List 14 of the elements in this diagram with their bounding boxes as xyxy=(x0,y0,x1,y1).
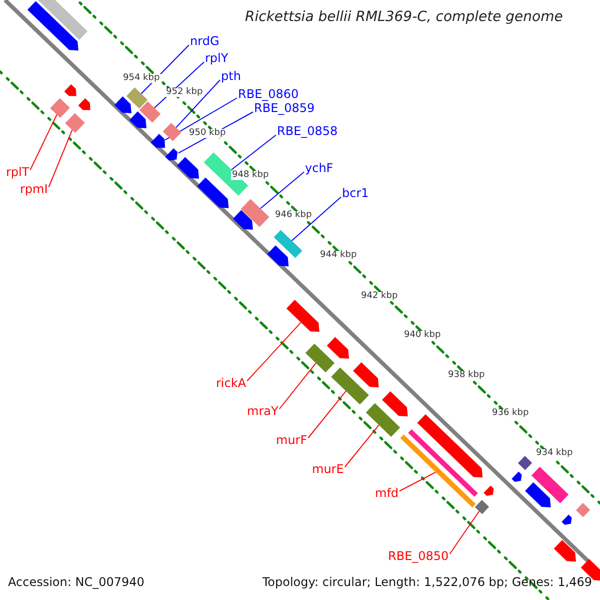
tick-label: 934 kbp xyxy=(535,449,574,458)
tick-label: 942 kbp xyxy=(360,292,399,301)
tick-label: 948 kbp xyxy=(231,171,270,180)
tick-label: 954 kbp xyxy=(122,74,161,83)
map-title: Rickettsia bellii RML369-C, complete genome xyxy=(245,10,563,24)
footer-text: Accession: NC_007940 xyxy=(8,576,144,588)
tick-label: 952 kbp xyxy=(165,88,204,97)
tick-label: 938 kbp xyxy=(447,371,486,380)
tick-label: 940 kbp xyxy=(403,331,442,340)
tick-label: 936 kbp xyxy=(491,409,530,418)
tick-label: 944 kbp xyxy=(319,251,358,260)
footer-text: Topology: circular; Length: 1,522,076 bp; Genes: 1,469 xyxy=(262,576,592,588)
tick-label: 946 kbp xyxy=(274,211,313,220)
tick-label: 950 kbp xyxy=(188,129,227,138)
